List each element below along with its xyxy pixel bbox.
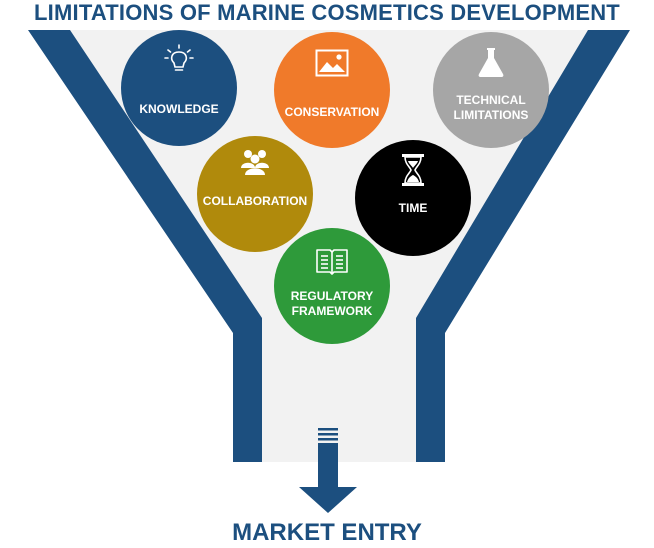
funnel-right-wall <box>416 30 630 462</box>
lightbulb-icon <box>164 44 194 71</box>
funnel-left-wall <box>28 30 262 462</box>
flask-icon <box>478 48 504 77</box>
factor-collaboration: COLLABORATION <box>197 136 313 252</box>
picture-icon <box>315 49 349 77</box>
factor-label: REGULATORY FRAMEWORK <box>290 289 374 318</box>
down-arrow-icon <box>299 443 357 513</box>
pipe-stripe <box>318 438 338 441</box>
factor-technical-limitations: TECHNICAL LIMITATIONS <box>433 32 549 148</box>
factor-regulatory-framework: REGULATORY FRAMEWORK <box>274 228 390 344</box>
hourglass-icon <box>402 154 424 186</box>
pipe-stripe <box>318 433 338 436</box>
pipe-stripe <box>318 428 338 431</box>
factor-label: CONSERVATION <box>284 105 380 119</box>
factor-knowledge: KNOWLEDGE <box>121 30 237 146</box>
factor-conservation: CONSERVATION <box>274 32 390 148</box>
factor-label: TIME <box>398 201 428 215</box>
factor-time: TIME <box>355 140 471 256</box>
factor-label: TECHNICAL LIMITATIONS <box>453 93 529 122</box>
page-title: LIMITATIONS OF MARINE COSMETICS DEVELOPM… <box>34 0 620 25</box>
group-icon <box>241 150 269 175</box>
book-icon <box>316 249 348 275</box>
factor-label: KNOWLEDGE <box>139 102 219 116</box>
market-entry-label: MARKET ENTRY <box>232 519 422 546</box>
factor-label: COLLABORATION <box>202 194 308 208</box>
